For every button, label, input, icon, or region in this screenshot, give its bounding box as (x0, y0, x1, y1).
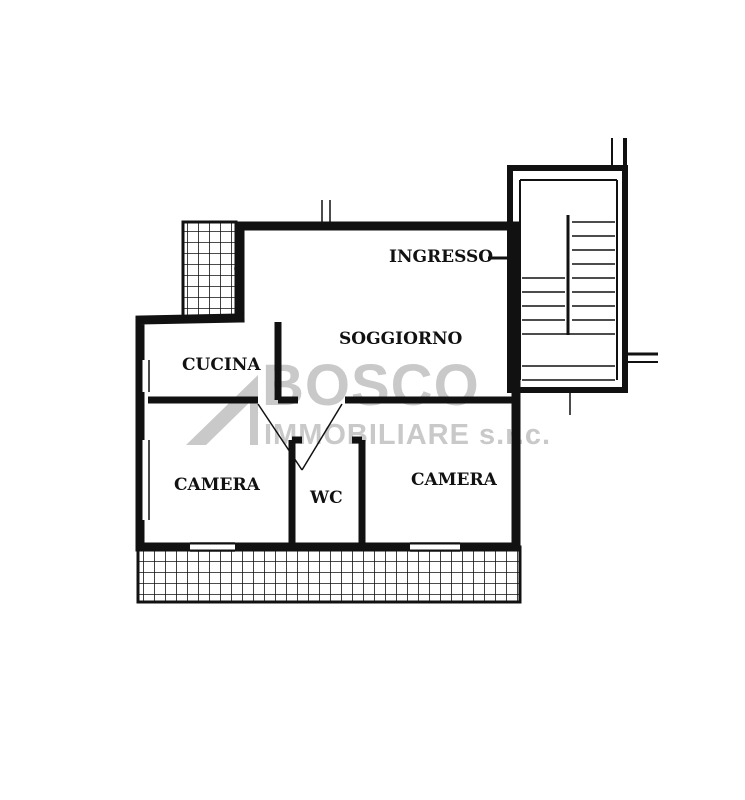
staircase (488, 138, 658, 415)
interior-walls (148, 322, 512, 543)
room-label-ingresso: INGRESSO (389, 247, 493, 267)
room-label-camera-right: CAMERA (411, 470, 498, 490)
watermark-subtitle: IMMOBILIARE s.r.c. (264, 419, 551, 451)
windows (142, 360, 460, 550)
terrace-bottom (136, 545, 522, 604)
room-label-wc: WC (309, 488, 343, 508)
watermark-brand: BOSCO (262, 353, 480, 418)
watermark: BOSCO IMMOBILIARE s.r.c. (186, 353, 551, 451)
room-label-soggiorno: SOGGIORNO (339, 329, 463, 349)
room-label-cucina: CUCINA (182, 355, 261, 375)
room-label-camera-left: CAMERA (174, 475, 261, 495)
door-swings (234, 257, 343, 471)
window-lines (139, 200, 460, 552)
watermark-logo-cut (206, 402, 250, 445)
terrace-top-left (181, 220, 238, 322)
